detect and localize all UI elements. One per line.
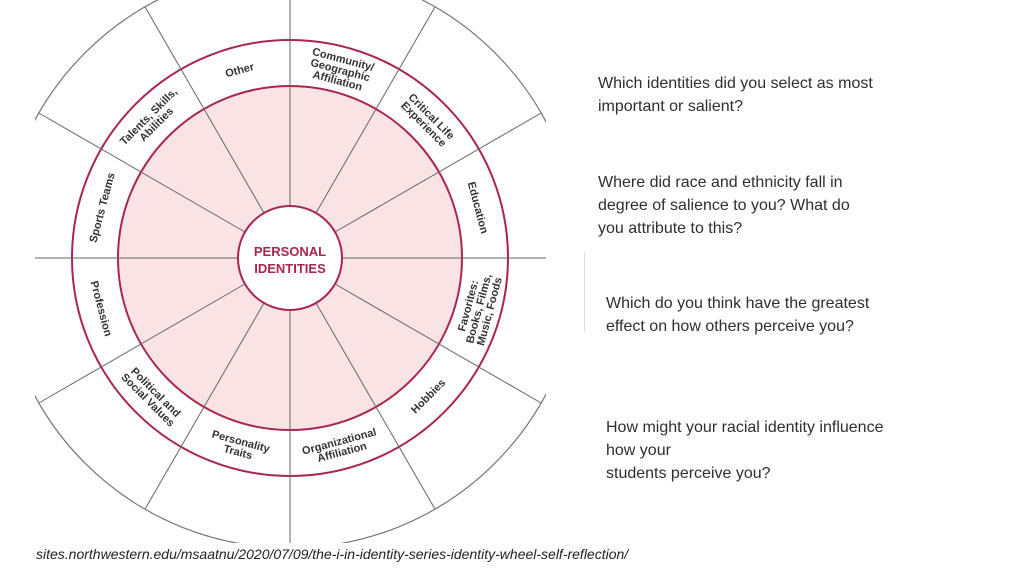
spoke-line <box>144 302 265 510</box>
segment-label: Favorites:Books, Films,Music, Foods <box>456 273 505 347</box>
source-url: sites.northwestern.edu/msaatnu/2020/07/0… <box>36 546 629 562</box>
spoke-line <box>334 112 542 233</box>
spoke-line <box>334 283 542 404</box>
spoke-line <box>315 6 436 214</box>
center-circle <box>237 205 343 311</box>
question-1: Which identities did you select as most … <box>598 75 873 115</box>
spoke-line <box>315 302 436 510</box>
center-label-line2: IDENTITIES <box>254 261 326 276</box>
divider-line <box>584 252 585 332</box>
center-label-line1: PERSONAL <box>254 244 326 259</box>
spoke-line <box>38 112 246 233</box>
question-3: Which do you think have the greatest eff… <box>606 295 870 335</box>
question-2: Where did race and ethnicity fall in deg… <box>598 174 850 237</box>
spokes <box>35 0 546 543</box>
spoke-line <box>38 283 246 404</box>
spoke-line <box>144 6 265 214</box>
question-4: How might your racial identity influence… <box>606 419 884 482</box>
